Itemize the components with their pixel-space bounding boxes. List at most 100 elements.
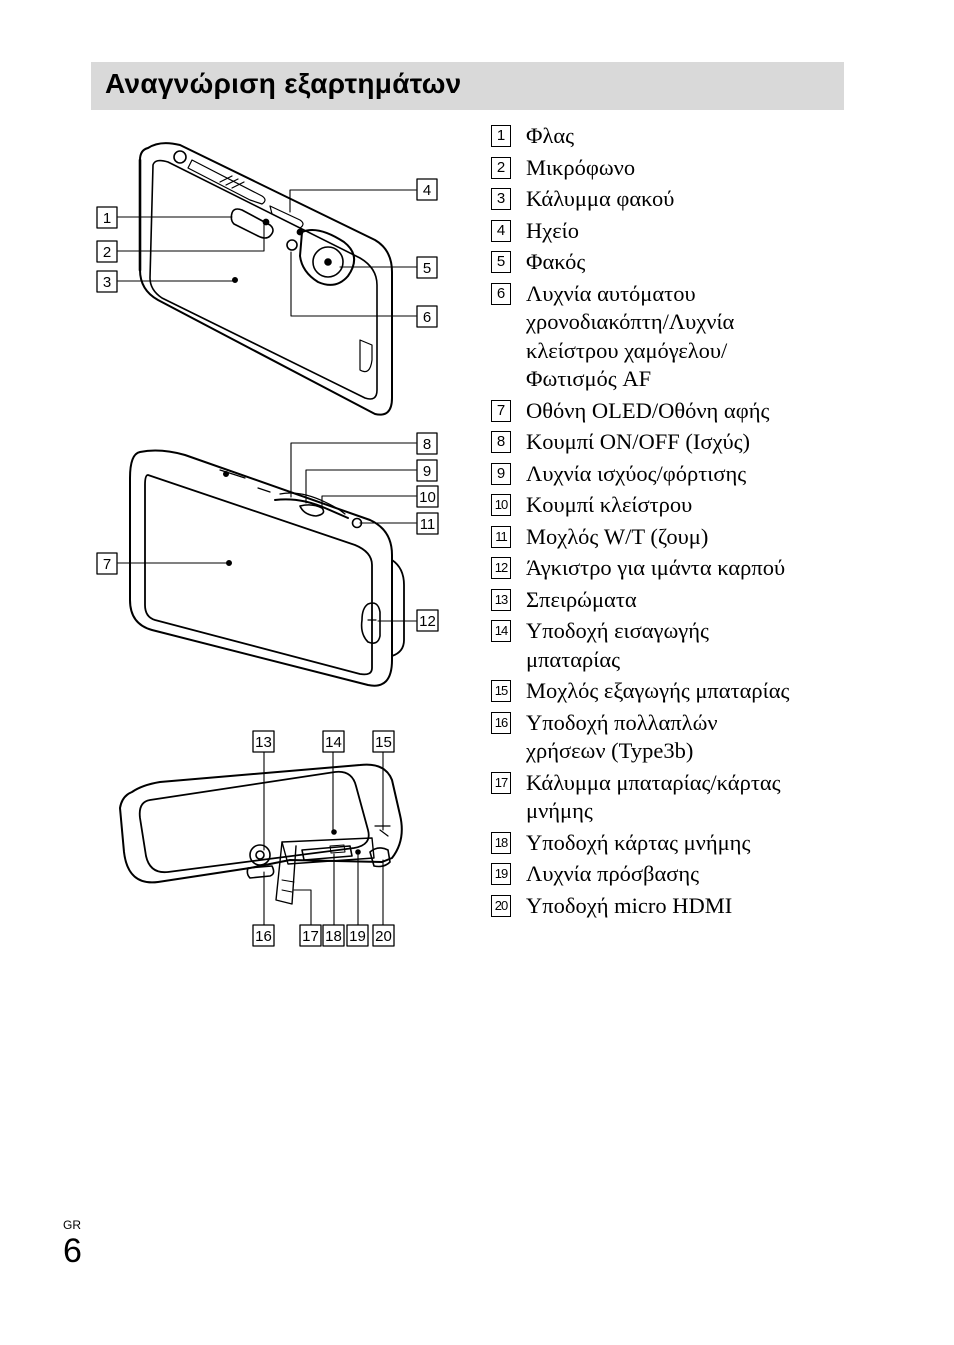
callout-number: 1 bbox=[103, 210, 111, 227]
callout-8 bbox=[416, 432, 438, 455]
callout-4 bbox=[416, 178, 438, 201]
list-item: 9 Λυχνία ισχύος/φόρτισης bbox=[491, 460, 851, 489]
callout-number: 11 bbox=[420, 516, 436, 533]
list-item: 6 Λυχνία αυτόματου χρονοδιακόπτη/Λυχνία … bbox=[491, 280, 851, 394]
part-number: 20 bbox=[491, 894, 511, 917]
part-label: Υποδοχή micro HDMI bbox=[526, 892, 733, 918]
callout-2 bbox=[96, 240, 118, 263]
list-item: 19 Λυχνία πρόσβασης bbox=[491, 860, 851, 889]
part-label: Κουμπί κλείστρου bbox=[526, 492, 693, 517]
list-item: 20 Υποδοχή micro HDMI bbox=[491, 892, 851, 921]
callout-13 bbox=[252, 730, 275, 753]
callout-number: 19 bbox=[349, 928, 366, 945]
list-item: 1 Φλας bbox=[491, 122, 851, 151]
callout-12 bbox=[416, 609, 439, 632]
callout-6 bbox=[416, 305, 438, 328]
part-label: Άγκιστρο για ιμάντα καρπού bbox=[526, 555, 786, 580]
camera-back-view bbox=[117, 442, 417, 687]
callout-15 bbox=[372, 730, 395, 753]
callout-17 bbox=[299, 924, 322, 947]
part-number: 8 bbox=[491, 431, 511, 453]
list-item: 14 Υποδοχή εισαγωγής μπαταρίας bbox=[491, 617, 851, 674]
part-number: 14 bbox=[491, 620, 511, 642]
callout-number: 2 bbox=[103, 244, 111, 261]
callout-7 bbox=[96, 552, 118, 575]
callout-14 bbox=[322, 730, 345, 753]
part-number: 19 bbox=[491, 863, 511, 885]
part-number: 10 bbox=[491, 494, 511, 516]
list-item: 2 Μικρόφωνο bbox=[491, 154, 851, 183]
list-item: 8 Κουμπί ON/OFF (Ισχύς) bbox=[491, 428, 851, 457]
part-number: 17 bbox=[491, 771, 511, 794]
part-number: 15 bbox=[491, 680, 511, 702]
callout-9 bbox=[416, 459, 438, 482]
list-item: 15 Μοχλός εξαγωγής μπαταρίας bbox=[491, 677, 851, 706]
part-label: Λυχνία αυτόματου χρονοδιακόπτη/Λυχνία κλ… bbox=[526, 280, 735, 392]
part-label: Οθόνη OLED/Οθόνη αφής bbox=[526, 397, 770, 423]
part-number: 11 bbox=[491, 525, 511, 548]
list-item: 3 Κάλυμμα φακού bbox=[491, 185, 851, 214]
part-label: Ηχείο bbox=[526, 217, 579, 243]
part-number: 1 bbox=[491, 125, 511, 147]
part-label: Κάλυμμα μπαταρίας/κάρτας μνήμης bbox=[526, 769, 781, 824]
page-footer: GR 6 bbox=[63, 1218, 82, 1268]
list-item: 12 Άγκιστρο για ιμάντα καρπού bbox=[491, 554, 851, 583]
callout-number: 6 bbox=[423, 309, 431, 326]
part-label: Λυχνία πρόσβασης bbox=[526, 861, 700, 886]
callout-number: 4 bbox=[423, 182, 431, 199]
part-label: Μικρόφωνο bbox=[526, 154, 636, 180]
part-label: Φακός bbox=[526, 249, 586, 274]
part-label: Λυχνία ισχύος/φόρτισης bbox=[526, 460, 747, 486]
callout-number: 5 bbox=[423, 260, 431, 277]
part-label: Μοχλός W/T (ζουμ) bbox=[526, 523, 709, 549]
callout-20 bbox=[372, 924, 395, 947]
callout-number: 20 bbox=[375, 928, 392, 945]
part-label: Σπειρώματα bbox=[526, 586, 637, 612]
part-number: 3 bbox=[491, 188, 511, 210]
callout-number: 7 bbox=[103, 556, 111, 573]
part-number: 6 bbox=[491, 282, 511, 305]
part-label: Κάλυμμα φακού bbox=[526, 186, 675, 211]
list-item: 5 Φακός bbox=[491, 248, 851, 277]
part-number: 9 bbox=[491, 462, 511, 485]
list-item: 7 Οθόνη OLED/Οθόνη αφής bbox=[491, 397, 851, 426]
callout-number: 3 bbox=[103, 274, 111, 291]
callout-10 bbox=[416, 485, 439, 508]
list-item: 11 Μοχλός W/T (ζουμ) bbox=[491, 523, 851, 552]
list-item: 16 Υποδοχή πολλαπλών χρήσεων (Type3b) bbox=[491, 709, 851, 766]
section-title-bar: Αναγνώριση εξαρτημάτων bbox=[91, 62, 844, 110]
part-label: Υποδοχή εισαγωγής μπαταρίας bbox=[526, 618, 709, 672]
callout-number: 17 bbox=[302, 928, 319, 945]
callout-number: 15 bbox=[375, 734, 392, 751]
callout-numbers: 1 2 3 4 5 6 7 8 9 10 11 12 13 14 15 16 1… bbox=[103, 182, 436, 945]
part-number: 12 bbox=[491, 557, 511, 579]
camera-bottom-view bbox=[119, 751, 403, 926]
callout-11 bbox=[416, 512, 439, 535]
callout-number: 18 bbox=[325, 928, 342, 945]
parts-list: 1 Φλας 2 Μικρόφωνο 3 Κάλυμμα φακού 4 Ηχε… bbox=[491, 122, 851, 923]
list-item: 4 Ηχείο bbox=[491, 217, 851, 246]
callout-number: 13 bbox=[255, 734, 272, 751]
part-label: Φλας bbox=[526, 123, 575, 148]
part-label: Υποδοχή κάρτας μνήμης bbox=[526, 829, 751, 855]
country-code: GR bbox=[63, 1218, 81, 1232]
list-item: 13 Σπειρώματα bbox=[491, 586, 851, 615]
camera-front-view bbox=[117, 142, 417, 416]
part-number: 5 bbox=[491, 251, 511, 273]
callout-number: 14 bbox=[325, 734, 342, 751]
part-label: Κουμπί ON/OFF (Ισχύς) bbox=[526, 429, 751, 454]
callout-number: 16 bbox=[255, 928, 272, 945]
callout-number: 10 bbox=[419, 489, 436, 506]
list-item: 10 Κουμπί κλείστρου bbox=[491, 491, 851, 520]
list-item: 17 Κάλυμμα μπαταρίας/κάρτας μνήμης bbox=[491, 769, 851, 826]
callout-5 bbox=[416, 256, 438, 279]
part-number: 18 bbox=[491, 831, 511, 854]
callout-number: 9 bbox=[423, 463, 431, 480]
list-item: 18 Υποδοχή κάρτας μνήμης bbox=[491, 829, 851, 858]
page-number: 6 bbox=[63, 1232, 82, 1270]
callout-labels bbox=[96, 178, 439, 947]
part-number: 7 bbox=[491, 399, 511, 422]
part-label: Μοχλός εξαγωγής μπαταρίας bbox=[526, 678, 790, 703]
part-label: Υποδοχή πολλαπλών χρήσεων (Type3b) bbox=[526, 709, 718, 764]
